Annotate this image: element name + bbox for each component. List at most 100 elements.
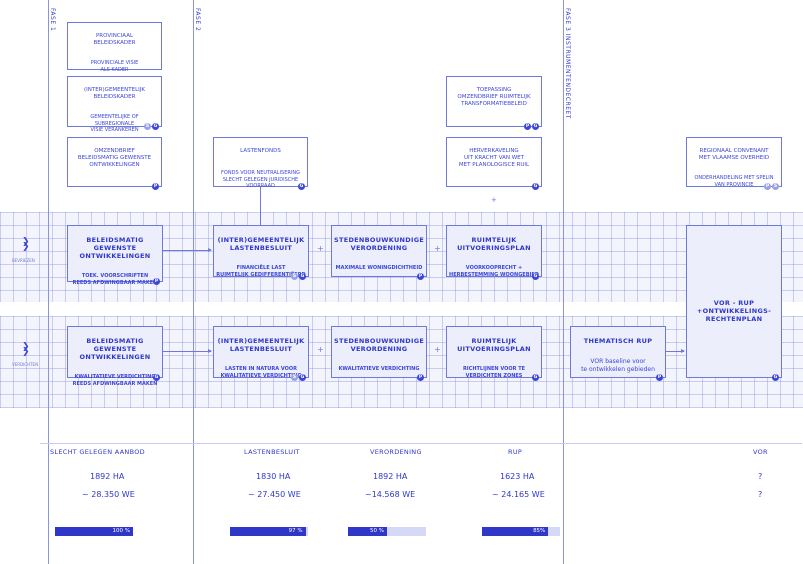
- provincie-badge-icon: P: [153, 278, 160, 285]
- box-subtitle: RICHTLIJNEN VOOR TE VERDICHTEN ZONES: [462, 366, 526, 379]
- stat-wooneenheden: ~ 28.350 WE: [82, 490, 135, 499]
- progress-bar: 97 %: [230, 527, 308, 536]
- row2-beleidsmatig-box: BELEIDSMATIG GEWENSTE ONTWIKKELINGEN KWA…: [67, 326, 163, 387]
- progress-bar-fill: 50 %: [348, 527, 387, 536]
- box-title: PROVINCIAAL BELEIDSKADER: [93, 33, 136, 46]
- box-title: TOEPASSING OMZENDBRIEF RUIMTELIJK TRANSF…: [457, 87, 531, 107]
- plus-sign: +: [434, 244, 441, 253]
- box-title: BELEIDSMATIG GEWENSTE ONTWIKKELINGEN: [79, 236, 151, 260]
- chevron-down-icon: ❯: [22, 237, 30, 247]
- row2-verordening-box: STEDENBOUWKUNDIGE VERORDENING KWALITATIE…: [331, 326, 427, 381]
- provincie-badge-icon: P: [764, 183, 771, 190]
- provincie-badge-icon: P: [656, 374, 663, 381]
- row1-verordening-box: STEDENBOUWKUNDIGE VERORDENING MAXIMALE W…: [331, 225, 427, 280]
- box-title: REGIONAAL CONVENANT MET VLAAMSE OVERHEID: [698, 148, 770, 161]
- gemeente-badge-icon: G: [532, 123, 539, 130]
- box-title: BELEIDSMATIG GEWENSTE ONTWIKKELINGEN: [79, 337, 151, 361]
- subregio-badge-icon: S: [291, 273, 298, 280]
- gemeente-badge-icon: S: [144, 123, 151, 130]
- phase-1-label: FASE 1: [49, 8, 56, 32]
- gemeente-badge-icon: G: [532, 183, 539, 190]
- box-subtitle: VOR baseline voor te ontwikkelen gebiede…: [581, 358, 655, 373]
- provincie-badge-icon: P: [417, 273, 424, 280]
- subregio-badge-icon: S: [772, 183, 779, 190]
- box-subtitle: ONDERHANDELING MET SPELIN VAN PROVINCIE: [694, 175, 774, 188]
- row-label-verdichten: VERDICHTEN: [12, 362, 39, 367]
- stat-header: LASTENBESLUIT: [244, 448, 300, 456]
- toepassing-box: TOEPASSING OMZENDBRIEF RUIMTELIJK TRANSF…: [446, 76, 542, 130]
- arrow-connector: [163, 248, 212, 252]
- gemeente-badge-icon: G: [299, 374, 306, 381]
- progress-bar-fill: 100 %: [55, 527, 133, 536]
- phase-2-line: [193, 0, 194, 564]
- plus-sign-top: +: [491, 196, 497, 204]
- stat-header: RUP: [508, 448, 523, 456]
- phase-3-label: FASE 3 INSTRUMENTENDECREET: [564, 8, 571, 119]
- box-subtitle: MAXIMALE WONINGDICHTHEID: [335, 265, 423, 271]
- gemeente-badge-icon: G: [532, 374, 539, 381]
- gemeente-badge-icon: G: [532, 273, 539, 280]
- box-subtitle: TOEK. VOORSCHRIFTEN REEDS AFDWINGBAAR MA…: [72, 273, 158, 286]
- subregio-badge-icon: S: [291, 374, 298, 381]
- stat-hectares: 1830 HA: [256, 472, 291, 481]
- provincie-badge-icon: P: [524, 123, 531, 130]
- stat-wooneenheden: ~14.568 WE: [365, 490, 416, 499]
- box-title: OMZENDBRIEF BELEIDSMATIG GEWENSTE ONTWIK…: [77, 148, 152, 168]
- provincie-badge-icon: P: [152, 183, 159, 190]
- box-title: VOR - RUP +ONTWIKKELINGS- RECHTENPLAN: [696, 299, 772, 323]
- box-title: STEDENBOUWKUNDIGE VERORDENING: [334, 337, 425, 353]
- progress-bar-fill: 85%: [482, 527, 549, 536]
- row2-rup-box: RUIMTELIJK UITVOERINGSPLAN RICHTLIJNEN V…: [446, 326, 542, 381]
- gemeente-badge-icon: G: [299, 273, 306, 280]
- progress-bar: 85%: [482, 527, 560, 536]
- box-title: (INTER)GEMEENTELIJK LASTENBESLUIT: [217, 236, 305, 252]
- phase-2-label: FASE 2: [194, 8, 201, 32]
- vor-rup-box: VOR - RUP +ONTWIKKELINGS- RECHTENPLAN G: [686, 225, 782, 381]
- lastenfonds-box: LASTENFONDS FONDS VOOR NEUTRALISERING SL…: [213, 137, 308, 190]
- chevron-up-icon: ❯: [22, 342, 30, 352]
- box-subtitle: PROVINCIALE VISIE ALS KADER: [90, 60, 139, 73]
- box-subtitle: VOORKOOPRECHT + HERBESTEMMING WOONGEBIED: [449, 265, 539, 278]
- gemeente-badge-icon: G: [153, 374, 160, 381]
- provinciaal-beleidskader-box: PROVINCIAAL BELEIDSKADER PROVINCIALE VIS…: [67, 22, 162, 73]
- box-subtitle: LASTEN IN NATURA VOOR KWALITATIEVE VERDI…: [220, 366, 302, 379]
- phase-1-line: [48, 0, 49, 564]
- box-subtitle: GEMEENTELIJKE OF SUBREGIONALE VISIE VERA…: [90, 114, 139, 133]
- phase-3-line: [563, 0, 564, 564]
- chevron-up-icon: ❯: [22, 347, 30, 357]
- arrow-connector: [666, 349, 685, 353]
- row2-thematisch-rup-box: THEMATISCH RUP VOR baseline voor te ontw…: [570, 326, 666, 381]
- row1-rup-box: RUIMTELIJK UITVOERINGSPLAN VOORKOOPRECHT…: [446, 225, 542, 280]
- box-title: LASTENFONDS: [240, 148, 281, 154]
- stat-wooneenheden: ~ 27.450 WE: [248, 490, 301, 499]
- gemeente-badge-icon: G: [298, 183, 305, 190]
- box-subtitle: KWALITATIEVE VERDICHTING REEDS AFDWINGBA…: [72, 374, 158, 387]
- stat-hectares: 1892 HA: [90, 472, 125, 481]
- stat-wooneenheden: ~ 24.165 WE: [492, 490, 545, 499]
- stat-header: SLECHT GELEGEN AANBOD: [50, 448, 145, 456]
- stat-wooneenheden: ?: [758, 490, 763, 499]
- plus-sign: +: [317, 244, 324, 253]
- omzendbrief-box: OMZENDBRIEF BELEIDSMATIG GEWENSTE ONTWIK…: [67, 137, 162, 190]
- box-title: THEMATISCH RUP: [583, 337, 653, 345]
- gemeente-badge-icon: G: [152, 123, 159, 130]
- stat-hectares: 1892 HA: [373, 472, 408, 481]
- gemeente-badge-icon: G: [772, 374, 779, 381]
- progress-bar: 100 %: [55, 527, 133, 536]
- arrow-connector: [163, 349, 212, 353]
- chevron-down-icon: ❯: [22, 242, 30, 252]
- regionaal-convenant-box: REGIONAAL CONVENANT MET VLAAMSE OVERHEID…: [686, 137, 782, 190]
- plus-sign: +: [317, 345, 324, 354]
- lastenfonds-connector: [260, 187, 261, 225]
- progress-bar: 50 %: [348, 527, 426, 536]
- box-title: STEDENBOUWKUNDIGE VERORDENING: [334, 236, 425, 252]
- row1-beleidsmatig-box: BELEIDSMATIG GEWENSTE ONTWIKKELINGEN TOE…: [67, 225, 163, 286]
- row-label-bevriezen: BEVRIEZEN: [12, 258, 35, 263]
- row1-lastenbesluit-box: (INTER)GEMEENTELIJK LASTENBESLUIT FINANC…: [213, 225, 309, 280]
- box-title: RUIMTELIJK UITVOERINGSPLAN: [457, 337, 531, 353]
- progress-bar-fill: 97 %: [230, 527, 306, 536]
- box-title: (INTER)GEMEENTELIJK BELEIDSKADER: [84, 87, 145, 100]
- stat-header: VERORDENING: [370, 448, 422, 456]
- plus-sign: +: [434, 345, 441, 354]
- box-title: RUIMTELIJK UITVOERINGSPLAN: [457, 236, 531, 252]
